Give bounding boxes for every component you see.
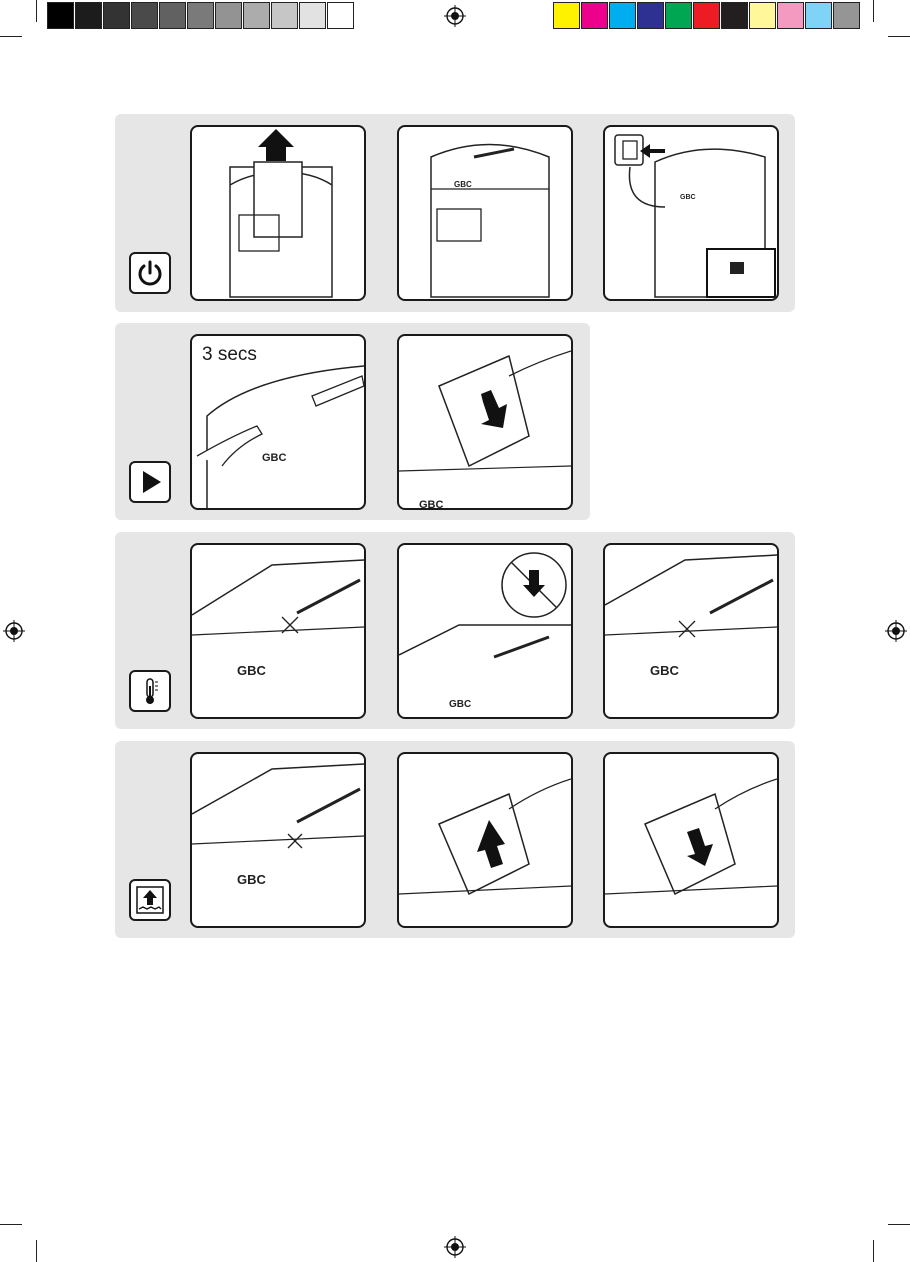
- power-icon: [131, 254, 169, 292]
- swatch: [47, 2, 74, 29]
- swatch: [299, 2, 326, 29]
- section-auto-start: 3 secs GBC GBC: [115, 323, 590, 520]
- swatch: [721, 2, 748, 29]
- panel-insert-paper-stack: GBC: [397, 334, 573, 510]
- swatch: [215, 2, 242, 29]
- registration-mark-icon: [444, 5, 466, 27]
- swatch: [243, 2, 270, 29]
- crop-mark: [888, 1224, 910, 1225]
- swatch: [553, 2, 580, 29]
- panel-shredder-assembled: GBC: [397, 125, 573, 301]
- panel-overheat-indicator-flashing: GBC: [190, 543, 366, 719]
- swatch: [75, 2, 102, 29]
- swatch: [131, 2, 158, 29]
- panel-indicator-flashing: GBC: [603, 543, 779, 719]
- panel-do-not-insert-paper: GBC: [397, 543, 573, 719]
- panel-shredder-plug-in-power: GBC: [603, 125, 779, 301]
- swatch: [805, 2, 832, 29]
- play-icon-box: [129, 461, 171, 503]
- brand-logo: GBC: [262, 452, 287, 464]
- registration-mark-icon: [444, 1236, 466, 1258]
- swatch: [187, 2, 214, 29]
- panel-overload-indicator-flashing: GBC: [190, 752, 366, 928]
- swatch: [103, 2, 130, 29]
- registration-mark-icon: [885, 620, 907, 642]
- thermometer-icon: [131, 672, 169, 710]
- play-icon: [131, 463, 169, 501]
- brand-logo: GBC: [237, 663, 267, 678]
- crop-mark: [36, 0, 37, 22]
- swatch: [159, 2, 186, 29]
- swatch: [693, 2, 720, 29]
- color-bar-grayscale: [47, 0, 359, 32]
- brand-logo: GBC: [449, 699, 471, 710]
- section-paper-overload: GBC: [115, 741, 795, 938]
- panel-press-auto-button: 3 secs GBC: [190, 334, 366, 510]
- brand-logo: GBC: [237, 872, 267, 887]
- paper-overload-icon: [131, 881, 169, 919]
- crop-mark: [36, 1240, 37, 1262]
- power-icon-box: [129, 252, 171, 294]
- crop-mark: [0, 36, 22, 37]
- swatch: [327, 2, 354, 29]
- panel-reinsert-paper-stack: [603, 752, 779, 928]
- panel-shredder-lid-lift: [190, 125, 366, 301]
- brand-logo: GBC: [680, 194, 696, 201]
- swatch: [609, 2, 636, 29]
- swatch: [581, 2, 608, 29]
- color-bar-process: [553, 0, 865, 32]
- swatch: [749, 2, 776, 29]
- paper-overload-icon-box: [129, 879, 171, 921]
- brand-logo: GBC: [454, 180, 472, 189]
- swatch: [637, 2, 664, 29]
- brand-logo: GBC: [650, 663, 680, 678]
- swatch: [833, 2, 860, 29]
- brand-logo: GBC: [419, 499, 444, 508]
- crop-mark: [873, 0, 874, 22]
- swatch: [665, 2, 692, 29]
- crop-mark: [873, 1240, 874, 1262]
- crop-mark: [888, 36, 910, 37]
- panel-remove-paper-stack: [397, 752, 573, 928]
- crop-mark: [0, 1224, 22, 1225]
- section-power-on: GBC GBC: [115, 114, 795, 312]
- swatch: [271, 2, 298, 29]
- section-overheat: GBC GBC GBC: [115, 532, 795, 729]
- swatch: [777, 2, 804, 29]
- registration-mark-icon: [3, 620, 25, 642]
- thermometer-icon-box: [129, 670, 171, 712]
